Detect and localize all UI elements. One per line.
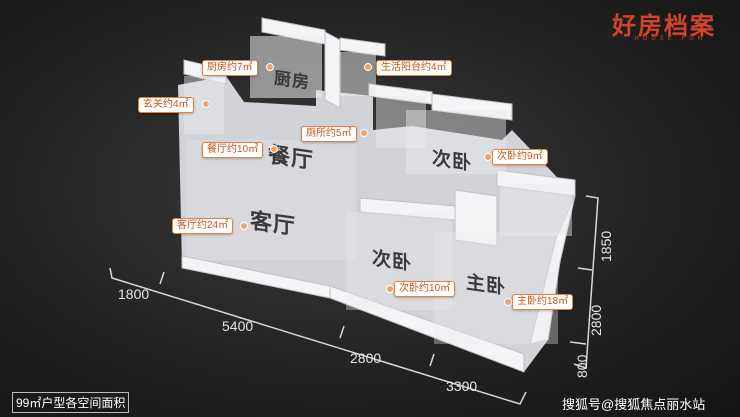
tag-bedroom-bottom-area: 次卧约10㎡: [394, 281, 456, 297]
marker-living: [240, 222, 248, 230]
brand-logo: 好房档案: [612, 12, 716, 40]
dim-bottom-3: 2800: [350, 350, 382, 366]
room-dividers: [184, 36, 572, 344]
tag-bedroom-top-area: 次卧约9㎡: [492, 149, 548, 165]
source-credit: 搜狐号@搜狐焦点丽水站: [562, 397, 706, 412]
tag-toilet-area: 厕所约5㎡: [301, 126, 357, 142]
dim-right-1: 1850: [598, 230, 614, 262]
dim-right-2: 2800: [588, 304, 604, 336]
marker-kitchen: [266, 63, 274, 71]
plan-caption: 99㎡户型各空间面积: [12, 392, 130, 413]
dim-bottom-4: 3300: [446, 378, 478, 394]
marker-entrance: [202, 100, 210, 108]
tag-living-area: 客厅约24㎡: [172, 218, 234, 234]
marker-toilet: [360, 129, 368, 137]
brand-subtitle: HOUSE·FUN: [634, 36, 706, 42]
tag-balcony-area: 生活阳台约4㎡: [376, 60, 452, 76]
dim-bottom-1: 1800: [118, 286, 150, 302]
tag-master-area: 主卧约18㎡: [512, 294, 574, 310]
marker-bedroom-top: [484, 153, 492, 161]
dim-right-3: 800: [574, 354, 590, 378]
marker-bedroom-bottom: [386, 285, 394, 293]
tag-entrance-area: 玄关约4㎡: [138, 97, 194, 113]
tag-kitchen-area: 厨房约7㎡: [202, 60, 258, 76]
marker-master: [504, 298, 512, 306]
tag-dining-area: 餐厅约10㎡: [202, 142, 264, 158]
marker-balcony: [364, 63, 372, 71]
marker-dining: [270, 145, 278, 153]
dim-bottom-2: 5400: [222, 318, 254, 334]
